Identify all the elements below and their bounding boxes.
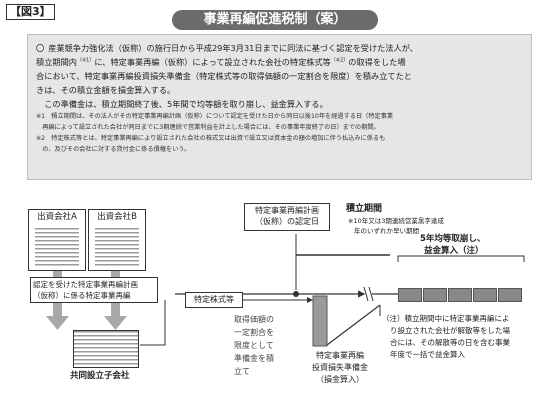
para1-line-b-2: に、特定事業再編（仮称）によって設立された会社の特定株式等 <box>94 57 331 67</box>
reversal-label-line-2: 益金算入（注） <box>424 246 484 256</box>
investor-a-box: 出資会社A <box>28 209 86 271</box>
approved-plan-line-2: （仮称）に係る特定事業再編 <box>33 291 131 300</box>
reversal-bracket <box>397 255 525 262</box>
main-paragraph: 〇産業競争力強化法（仮称）の施行日から平成29年3月31日までに同法に基づく認定… <box>36 41 523 111</box>
reversal-label-line-1: 5年均等取崩し、 <box>420 234 486 244</box>
acquisition-line-1: 取得価額の <box>234 315 274 324</box>
acquisition-line-2: 一定割合を <box>234 328 274 337</box>
reversal-year-2-bar <box>423 288 447 302</box>
shares-connector <box>140 300 166 346</box>
figure-label: 【図3】 <box>6 4 55 20</box>
footnote-1: ※1 積立期間は、その法人がその特定事業再編計画（仮称）について認定を受けた日か… <box>36 111 523 133</box>
specific-shares-box: 特定株式等 <box>185 292 243 308</box>
para1-line-b-3: の取得をした場 <box>348 57 406 67</box>
investor-b-label: 出資会社B <box>97 212 137 222</box>
joint-company-building-icon <box>73 330 139 368</box>
accumulation-note-line-2: 年のいずれか早い期間 <box>354 227 419 235</box>
para1-line-a: 産業競争力強化法（仮称）の施行日から平成29年3月31日までに同法に基づく認定を… <box>48 43 418 53</box>
investor-a-label: 出資会社A <box>37 212 77 222</box>
note2-line-a: ※2 特定株式等とは、特定事業再編により設立された会社の株式又は出資で設立又は資… <box>36 135 386 142</box>
note2-line-b: の、及びその会社に対する貸付金に係る債権をいう。 <box>42 146 191 153</box>
reversal-line <box>326 304 381 346</box>
approved-plan-line-1: 認定を受けた特定事業再編計画 <box>33 280 138 289</box>
approval-date-dot <box>293 291 299 297</box>
note-line-4: 年度で一括で益金算入 <box>390 350 465 359</box>
acquisition-line-4: 準備金を積 <box>234 354 274 363</box>
acquisition-line-5: 立て <box>234 367 250 376</box>
footnote-ref-1: （※1） <box>76 57 95 64</box>
footnote-ref-2: （※2） <box>330 57 349 64</box>
reserve-bar <box>312 295 328 347</box>
reserve-line-2: 投資損失準備金 <box>312 363 368 372</box>
reversal-year-4-bar <box>473 288 497 302</box>
bullet-icon: 〇 <box>36 43 45 53</box>
acquisition-text: 取得価額の 一定割合を 限度として 準備金を積 立て <box>234 313 274 378</box>
joint-company-label: 共同設立子会社 <box>70 371 130 381</box>
reversal-year-3-bar <box>448 288 472 302</box>
accumulation-period-label: 積立期間 <box>346 204 383 214</box>
accumulation-note-line-1: ※10年又は3期連続営業黒字達成 <box>348 217 444 225</box>
dissolution-note: （注）積立期間中に特定事業再編によ り設立された会社が解散等をした場 合には、そ… <box>382 313 510 361</box>
description-box: 〇産業競争力強化法（仮称）の施行日から平成29年3月31日までに同法に基づく認定… <box>27 34 532 180</box>
footnote-2: ※2 特定株式等とは、特定事業再編により設立された会社の株式又は出資で設立又は資… <box>36 133 523 155</box>
note-line-2: り設立された会社が解散等をした場 <box>390 326 510 335</box>
note-line-1: （注）積立期間中に特定事業再編によ <box>382 314 510 323</box>
building-icon <box>35 228 79 268</box>
note-line-3: 合には、その解散等の日を含む事業 <box>390 338 510 347</box>
para1-line-d: きは、その積立金額を損金算入する。 <box>36 85 176 95</box>
reserve-line-3: （損金算入） <box>316 375 364 384</box>
para1-line-b-1: 積立期間内 <box>36 57 77 67</box>
reversal-year-1-bar <box>398 288 422 302</box>
approved-plan-box: 認定を受けた特定事業再編計画 （仮称）に係る特定事業再編 <box>30 277 158 303</box>
para1-line-c: 合において、特定事業再編投資損失準備金（特定株式等の取得価額の一定割合を限度）を… <box>36 71 412 81</box>
approval-date-box: 特定事業再編計画 （仮称）の認定日 <box>244 203 330 231</box>
acquisition-line-3: 限度として <box>234 341 274 350</box>
reserve-line-1: 特定事業再編 <box>316 351 364 360</box>
specific-shares-label: 特定株式等 <box>194 295 234 304</box>
reserve-label: 特定事業再編 投資損失準備金 （損金算入） <box>300 350 380 386</box>
timeline-break <box>363 286 374 302</box>
diagram-title: 事業再編促進税制（案） <box>172 10 378 30</box>
note1-line-a: ※1 積立期間は、その法人がその特定事業再編計画（仮称）について認定を受けた日か… <box>36 113 394 120</box>
para2: この準備金は、積立期間終了後、5年間で均等額を取り崩し、益金算入する。 <box>44 99 328 109</box>
investor-b-box: 出資会社B <box>88 209 146 271</box>
approval-date-line-1: 特定事業再編計画 <box>255 206 319 215</box>
approval-date-line-2: （仮称）の認定日 <box>255 217 319 226</box>
building-icon <box>95 228 139 268</box>
reversal-year-5-bar <box>498 288 522 302</box>
note1-line-b: 再編によって設立された会社が同日までに3期連続で営業利益を計上した場合には、その… <box>42 124 380 131</box>
